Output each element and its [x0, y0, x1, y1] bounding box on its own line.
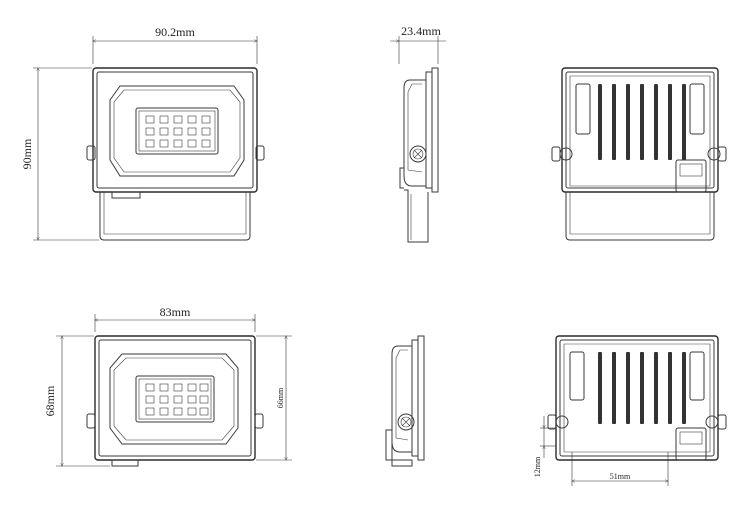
top-width-dimension: 90.2mm: [93, 25, 257, 64]
side-depth-label: 23.4mm: [401, 24, 441, 38]
inner-height-dimension: 66mm: [256, 336, 292, 460]
top-width-label: 90.2mm: [155, 25, 195, 39]
led-array-small: [145, 383, 209, 416]
bottom-width-label: 83mm: [160, 305, 191, 319]
top-front-view: [86, 67, 265, 241]
mount-height-dimension: 12mm: [533, 416, 556, 477]
cooling-fins-small: [598, 352, 686, 424]
mount-width-dimension: 51mm: [572, 452, 668, 486]
top-side-view: [399, 67, 439, 243]
top-back-view: [551, 67, 727, 241]
top-height-dimension: 90mm: [20, 68, 99, 240]
bottom-width-dimension: 83mm: [95, 305, 255, 332]
inner-height-label: 66mm: [276, 387, 285, 408]
bottom-back-view: [547, 335, 727, 461]
led-array: [145, 115, 211, 148]
bottom-height-dimension: 68mm: [43, 336, 110, 466]
side-depth-dimension: 23.4mm: [390, 24, 446, 64]
bottom-side-view: [385, 335, 425, 467]
bottom-height-label: 68mm: [43, 385, 57, 416]
cooling-fins: [598, 84, 686, 160]
top-height-label: 90mm: [20, 138, 34, 169]
bottom-front-view: [86, 335, 264, 467]
mount-width-label: 51mm: [610, 472, 631, 481]
mount-height-label: 12mm: [533, 456, 542, 477]
